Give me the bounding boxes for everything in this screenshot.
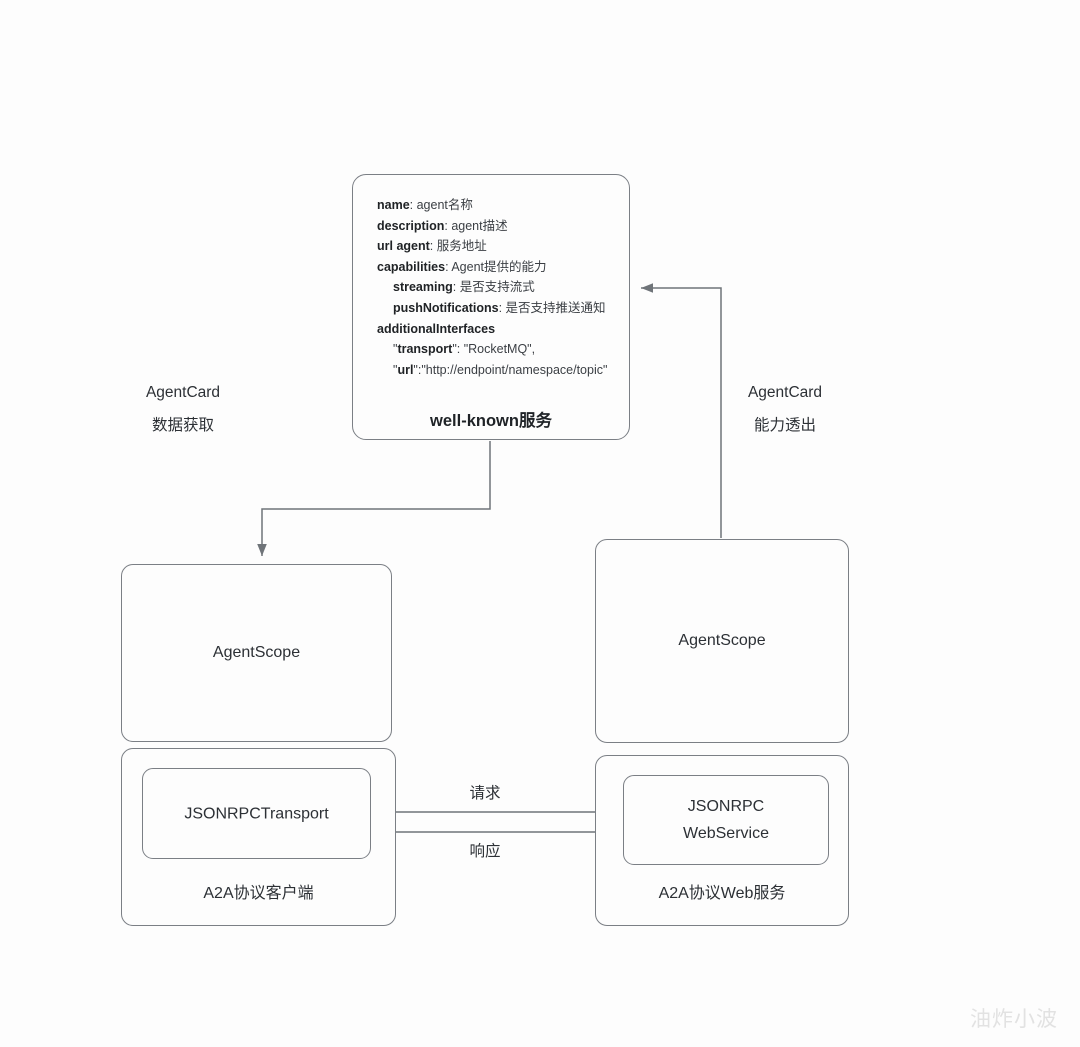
jsonrpc-webservice-label-line2: WebService: [683, 825, 769, 842]
jsonrpc-transport-box[interactable]: JSONRPCTransport: [142, 768, 371, 859]
agentcard-field-pushnotifications: pushNotifications: 是否支持推送通知: [393, 300, 606, 315]
edge-label-agentcard-fetch: AgentCard 数据获取: [108, 376, 258, 442]
edge-label-response: 响应: [469, 843, 501, 860]
edge-right-agentscope-to-card: [641, 283, 722, 538]
jsonrpc-webservice-box[interactable]: JSONRPC WebService: [623, 775, 829, 865]
well-known-service-card[interactable]: name: agent名称 description: agent描述 url a…: [352, 174, 630, 440]
agentcard-field-streaming: streaming: 是否支持流式: [393, 280, 535, 295]
jsonrpc-webservice-label-line1: JSONRPC: [687, 798, 765, 815]
agentscope-client-box[interactable]: AgentScope: [121, 564, 392, 742]
a2a-protocol-client-label: A2A协议客户端: [203, 885, 314, 902]
agentscope-server-box[interactable]: AgentScope: [595, 539, 849, 743]
agentcard-field-description: description: agent描述: [377, 218, 508, 233]
jsonrpc-webservice-label: JSONRPC WebService: [624, 793, 828, 847]
edge-label-agentcard-fetch-line1: AgentCard: [145, 384, 221, 401]
edge-label-agentcard-expose-line1: AgentCard: [747, 384, 823, 401]
agentcard-field-capabilities: capabilities: Agent提供的能力: [377, 259, 547, 274]
agentscope-client-label: AgentScope: [212, 644, 301, 661]
agentcard-field-list: name: agent名称 description: agent描述 url a…: [377, 195, 619, 380]
agentcard-field-url-agent: url agent: 服务地址: [377, 239, 487, 254]
edge-label-agentcard-fetch-line2: 数据获取: [151, 417, 214, 434]
edge-label-agentcard-expose-line2: 能力透出: [753, 417, 816, 434]
a2a-protocol-webservice-label: A2A协议Web服务: [658, 885, 786, 902]
watermark: 油炸小波: [970, 1008, 1058, 1031]
agentscope-server-label: AgentScope: [678, 632, 766, 649]
well-known-service-title: well-known服务: [430, 412, 552, 430]
edge-card-to-left-agentscope: [257, 441, 491, 556]
agentcard-field-additionalinterfaces: additionalInterfaces: [377, 321, 496, 336]
edge-label-agentcard-expose: AgentCard 能力透出: [710, 376, 860, 442]
agentcard-field-name: name: agent名称: [377, 198, 473, 212]
edge-label-request: 请求: [469, 785, 501, 802]
agentcard-field-url: "url":"http://endpoint/namespace/topic": [393, 362, 608, 377]
agentcard-field-transport: "transport": "RocketMQ",: [393, 342, 536, 357]
jsonrpc-transport-label: JSONRPCTransport: [184, 805, 329, 822]
